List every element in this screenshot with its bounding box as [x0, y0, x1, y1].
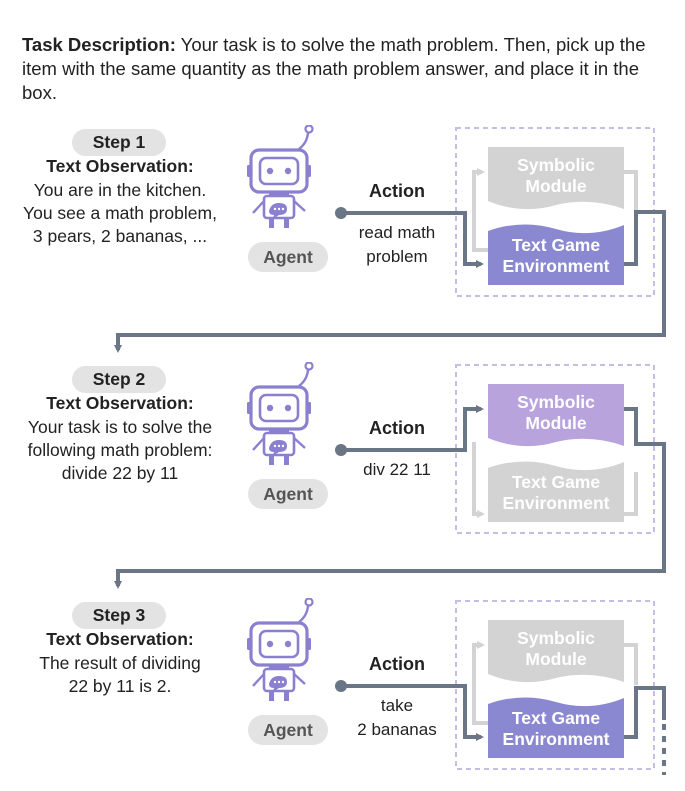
observation-line: 22 by 11 is 2. [68, 676, 172, 696]
symbolic-module-label-line: Symbolic [517, 155, 595, 175]
inactive-arrow-in [472, 641, 488, 725]
action-line: take [380, 696, 414, 715]
task-label: Task Description: [22, 34, 176, 55]
inactive-arrow-out [622, 643, 638, 685]
symbolic-module-label-line: Symbolic [517, 392, 595, 412]
next-step-arrow [114, 407, 666, 589]
symbolic-module-label-line: Symbolic [517, 628, 595, 648]
symbolic-module-label-line: Module [525, 649, 587, 669]
action-title: Action [369, 418, 425, 438]
observation-title: Text Observation: [46, 156, 194, 176]
step-badge: Step 2 [72, 366, 166, 393]
observation-title: Text Observation: [46, 629, 194, 649]
agent-robot-icon [247, 597, 319, 716]
observation-line: Your task is to solve the [27, 417, 213, 437]
text-game-environment-label-line: Environment [502, 729, 610, 749]
task-description: Task Description: Your task is to solve … [22, 33, 672, 105]
action-line: div 22 11 [363, 460, 431, 479]
agent-label: Agent [248, 242, 328, 272]
action-line: problem [366, 247, 428, 266]
inactive-arrow-in [472, 168, 488, 252]
action-arrow [341, 405, 484, 452]
action-arrow [341, 684, 484, 741]
next-step-arrow [114, 210, 666, 353]
observation-line: You are in the kitchen. [33, 180, 207, 200]
agent-robot-icon [247, 124, 319, 243]
text-game-environment-label-line: Environment [502, 493, 610, 513]
inactive-arrow-out [622, 170, 638, 212]
agent-robot-icon [247, 361, 319, 480]
text-game-environment-label-line: Text Game [511, 472, 601, 492]
text-game-environment-label-line: Text Game [511, 235, 601, 255]
action-title: Action [369, 181, 425, 201]
inactive-arrow-in [472, 442, 485, 518]
observation-line: 3 pears, 2 bananas, ... [32, 226, 208, 246]
observation-line: following math problem: [27, 440, 213, 460]
task-text: Your task is to solve the math problem. … [22, 34, 646, 103]
step-badge: Step 3 [72, 602, 166, 629]
action-line: 2 bananas [357, 720, 437, 739]
action-line: read math [358, 223, 436, 242]
observation-line: The result of dividing [39, 653, 201, 673]
observation-line: You see a math problem, [23, 203, 217, 223]
action-arrow [341, 211, 484, 268]
inactive-arrow-out [622, 472, 638, 516]
agent-label: Agent [248, 715, 328, 745]
text-game-environment-label-line: Environment [502, 256, 610, 276]
step-badge: Step 1 [72, 129, 166, 156]
symbolic-module-label-line: Module [525, 176, 587, 196]
agent-label: Agent [248, 479, 328, 509]
symbolic-module-label-line: Module [525, 413, 587, 433]
text-game-environment-label-line: Text Game [511, 708, 601, 728]
observation-title: Text Observation: [46, 393, 194, 413]
continuation-arrow [624, 686, 666, 739]
observation-line: divide 22 by 11 [61, 463, 179, 483]
action-title: Action [369, 654, 425, 674]
